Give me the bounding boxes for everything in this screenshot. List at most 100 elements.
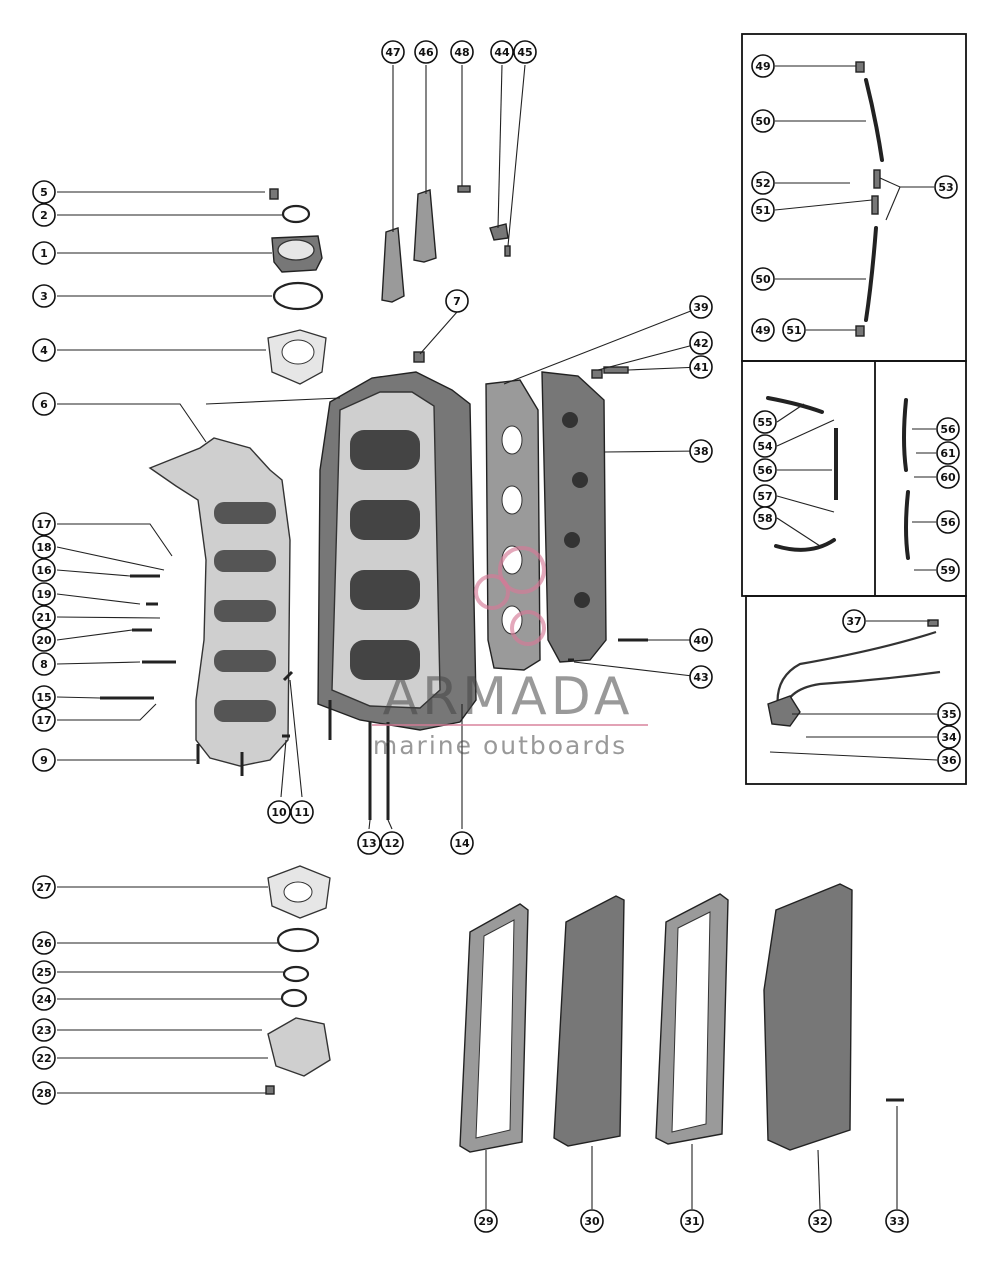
callout-50: 50 <box>751 109 775 133</box>
svg-text:49: 49 <box>755 60 770 73</box>
svg-text:55: 55 <box>757 416 772 429</box>
svg-text:57: 57 <box>757 490 772 503</box>
callout-43: 43 <box>689 665 713 689</box>
svg-text:24: 24 <box>36 993 52 1006</box>
svg-text:4: 4 <box>40 344 48 357</box>
svg-text:22: 22 <box>36 1052 51 1065</box>
callout-34: 34 <box>937 725 961 749</box>
callout-19: 19 <box>32 582 56 606</box>
callout-17-lower: 17 <box>32 708 56 732</box>
svg-text:9: 9 <box>40 754 48 767</box>
svg-text:50: 50 <box>755 115 771 128</box>
svg-text:5: 5 <box>40 186 48 199</box>
svg-text:14: 14 <box>454 837 470 850</box>
svg-text:28: 28 <box>36 1087 51 1100</box>
svg-text:20: 20 <box>36 634 52 647</box>
callout-14: 14 <box>450 831 474 855</box>
callout-13: 13 <box>357 831 381 855</box>
svg-text:53: 53 <box>938 181 953 194</box>
svg-text:56: 56 <box>940 516 956 529</box>
head-gasket-drawing <box>485 379 541 671</box>
callout-53: 53 <box>934 175 958 199</box>
fuel-hose-assembly-drawing <box>855 61 884 337</box>
callout-2: 2 <box>32 203 56 227</box>
callout-24: 24 <box>32 987 56 1011</box>
svg-text:3: 3 <box>40 290 48 303</box>
svg-text:59: 59 <box>940 564 955 577</box>
callout-59: 59 <box>936 558 960 582</box>
svg-text:8: 8 <box>40 658 48 671</box>
svg-text:17: 17 <box>36 518 51 531</box>
callout-56-right-upper: 56 <box>936 417 960 441</box>
svg-text:19: 19 <box>36 588 51 601</box>
callout-41: 41 <box>689 355 713 379</box>
callout-4: 4 <box>32 338 56 362</box>
svg-text:10: 10 <box>271 806 287 819</box>
upper-bearing-cage-drawing <box>267 188 327 385</box>
callout-56: 56 <box>753 458 777 482</box>
callout-58: 58 <box>753 506 777 530</box>
svg-text:32: 32 <box>812 1215 827 1228</box>
svg-text:12: 12 <box>384 837 399 850</box>
svg-text:45: 45 <box>517 46 532 59</box>
callout-31: 31 <box>680 1209 704 1233</box>
svg-text:60: 60 <box>940 471 956 484</box>
svg-text:21: 21 <box>36 611 51 624</box>
callout-52: 52 <box>751 171 775 195</box>
svg-text:38: 38 <box>693 445 708 458</box>
callout-20: 20 <box>32 628 56 652</box>
svg-text:26: 26 <box>36 937 52 950</box>
transfer-cover-drawing <box>381 185 629 379</box>
svg-text:51: 51 <box>786 324 801 337</box>
callout-40: 40 <box>689 628 713 652</box>
exhaust-plates-drawing <box>459 883 904 1153</box>
svg-text:7: 7 <box>453 295 461 308</box>
callout-16: 16 <box>32 558 56 582</box>
svg-text:23: 23 <box>36 1024 51 1037</box>
callout-15: 15 <box>32 685 56 709</box>
callout-8: 8 <box>32 652 56 676</box>
svg-text:50: 50 <box>755 273 771 286</box>
svg-text:18: 18 <box>36 541 51 554</box>
callout-51-lower: 51 <box>782 318 806 342</box>
svg-text:34: 34 <box>941 731 957 744</box>
svg-text:49: 49 <box>755 324 770 337</box>
callout-23: 23 <box>32 1018 56 1042</box>
fuel-line-fittings-drawing <box>766 396 910 560</box>
callout-17: 17 <box>32 512 56 536</box>
svg-text:17: 17 <box>36 714 51 727</box>
svg-text:15: 15 <box>36 691 51 704</box>
callout-9: 9 <box>32 748 56 772</box>
svg-text:13: 13 <box>361 837 376 850</box>
callout-3: 3 <box>32 284 56 308</box>
svg-text:54: 54 <box>757 440 773 453</box>
callout-48: 48 <box>450 40 474 64</box>
callout-1: 1 <box>32 241 56 265</box>
svg-text:6: 6 <box>40 398 48 411</box>
svg-text:35: 35 <box>941 708 956 721</box>
callout-57: 57 <box>753 484 777 508</box>
svg-text:61: 61 <box>940 447 955 460</box>
wiring-harness-drawing <box>767 619 941 727</box>
callout-37: 37 <box>842 609 866 633</box>
callout-50-lower: 50 <box>751 267 775 291</box>
cylinder-head-drawing <box>541 371 607 663</box>
bolts-drawing <box>100 574 648 738</box>
watermark-logo-icon <box>474 546 546 646</box>
watermark-brand: ARMADA <box>382 667 634 727</box>
svg-text:16: 16 <box>36 564 52 577</box>
callout-44: 44 <box>490 40 514 64</box>
watermark-tagline: marine outboards <box>372 731 628 760</box>
callout-47: 47 <box>381 40 405 64</box>
svg-text:40: 40 <box>693 634 709 647</box>
svg-text:2: 2 <box>40 209 48 222</box>
callout-5: 5 <box>32 180 56 204</box>
svg-text:56: 56 <box>757 464 773 477</box>
svg-text:42: 42 <box>693 337 708 350</box>
svg-text:29: 29 <box>478 1215 493 1228</box>
callout-25: 25 <box>32 960 56 984</box>
leader-lines <box>56 64 938 1210</box>
callout-7: 7 <box>445 289 469 313</box>
callout-60: 60 <box>936 465 960 489</box>
